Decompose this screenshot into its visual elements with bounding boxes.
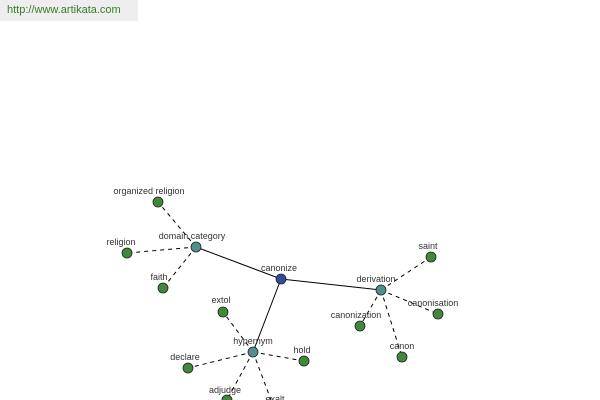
leaf-node-religion[interactable]: religion [106,237,136,259]
leaf-node-label[interactable]: organized religion [113,186,184,196]
leaf-node-dot[interactable] [217,306,229,318]
leaf-node-hold[interactable]: hold [293,345,311,367]
edge-center-to-hypernym [252,278,282,353]
edge-domain-category-to-religion [126,246,197,254]
center-node-label[interactable]: canonize [261,263,297,273]
edge-center-to-domain-category [195,246,282,280]
edges-layer [126,201,439,400]
leaf-node-label[interactable]: exalt [265,394,285,400]
leaf-node-label[interactable]: saint [418,241,438,251]
leaf-node-canon[interactable]: canon [390,341,415,363]
leaf-node-canonization[interactable]: canonization [331,310,382,332]
edge-hypernym-to-declare [187,351,254,369]
leaf-node-label[interactable]: canonisation [408,298,459,308]
leaf-node-label[interactable]: canonization [331,310,382,320]
leaf-node-label[interactable]: adjudge [209,385,241,395]
leaf-node-exalt[interactable]: exalt [265,394,285,400]
edge-domain-category-to-organized-religion [157,201,197,248]
hub-node-label[interactable]: hypernym [233,336,273,346]
edge-hypernym-to-extol [222,311,254,353]
leaf-node-adjudge[interactable]: adjudge [209,385,241,400]
edge-hypernym-to-exalt [252,351,272,400]
hub-node-hypernym[interactable]: hypernym [233,336,273,358]
edge-domain-category-to-faith [162,246,197,289]
hub-node-label[interactable]: derivation [356,274,395,284]
hub-node-dot[interactable] [190,241,202,253]
leaf-node-label[interactable]: canon [390,341,415,351]
edge-center-to-derivation [280,278,382,291]
leaf-node-dot[interactable] [432,308,444,320]
leaf-node-dot[interactable] [354,320,366,332]
leaf-node-label[interactable]: faith [150,272,167,282]
leaf-node-saint[interactable]: saint [418,241,438,263]
leaf-node-dot[interactable] [396,351,408,363]
leaf-node-label[interactable]: hold [293,345,310,355]
leaf-node-dot[interactable] [425,251,437,263]
leaf-node-declare[interactable]: declare [170,352,200,374]
hub-node-label[interactable]: domain category [159,231,226,241]
edge-hypernym-to-adjudge [226,351,254,400]
leaf-node-dot[interactable] [182,362,194,374]
leaf-node-canonisation[interactable]: canonisation [408,298,459,320]
hub-node-domain-category[interactable]: domain category [159,231,226,253]
leaf-node-dot[interactable] [121,247,133,259]
leaf-node-organized-religion[interactable]: organized religion [113,186,185,208]
leaf-node-extol[interactable]: extol [211,295,231,318]
nodes-layer: organized religion religion faith domain ca… [106,186,458,400]
center-node-dot[interactable] [275,273,287,285]
leaf-node-dot[interactable] [152,196,164,208]
hub-node-dot[interactable] [247,346,259,358]
leaf-node-label[interactable]: declare [170,352,200,362]
edge-derivation-to-canon [380,289,403,358]
leaf-node-dot[interactable] [221,394,233,400]
site-url-link[interactable]: http://www.artikata.com [7,4,121,16]
leaf-node-label[interactable]: extol [211,295,230,305]
leaf-node-dot[interactable] [157,282,169,294]
edge-derivation-to-saint [380,256,432,291]
leaf-node-dot[interactable] [298,355,310,367]
edge-derivation-to-canonization [359,289,382,327]
hub-node-dot[interactable] [375,284,387,296]
edge-hypernym-to-hold [252,351,305,362]
url-bar: http://www.artikata.com [0,0,138,21]
leaf-node-faith[interactable]: faith [150,272,169,294]
edge-derivation-to-canonisation [380,289,439,315]
hub-node-derivation[interactable]: derivation [356,274,396,296]
center-node-canonize[interactable]: canonize [261,263,297,285]
leaf-node-label[interactable]: religion [106,237,135,247]
